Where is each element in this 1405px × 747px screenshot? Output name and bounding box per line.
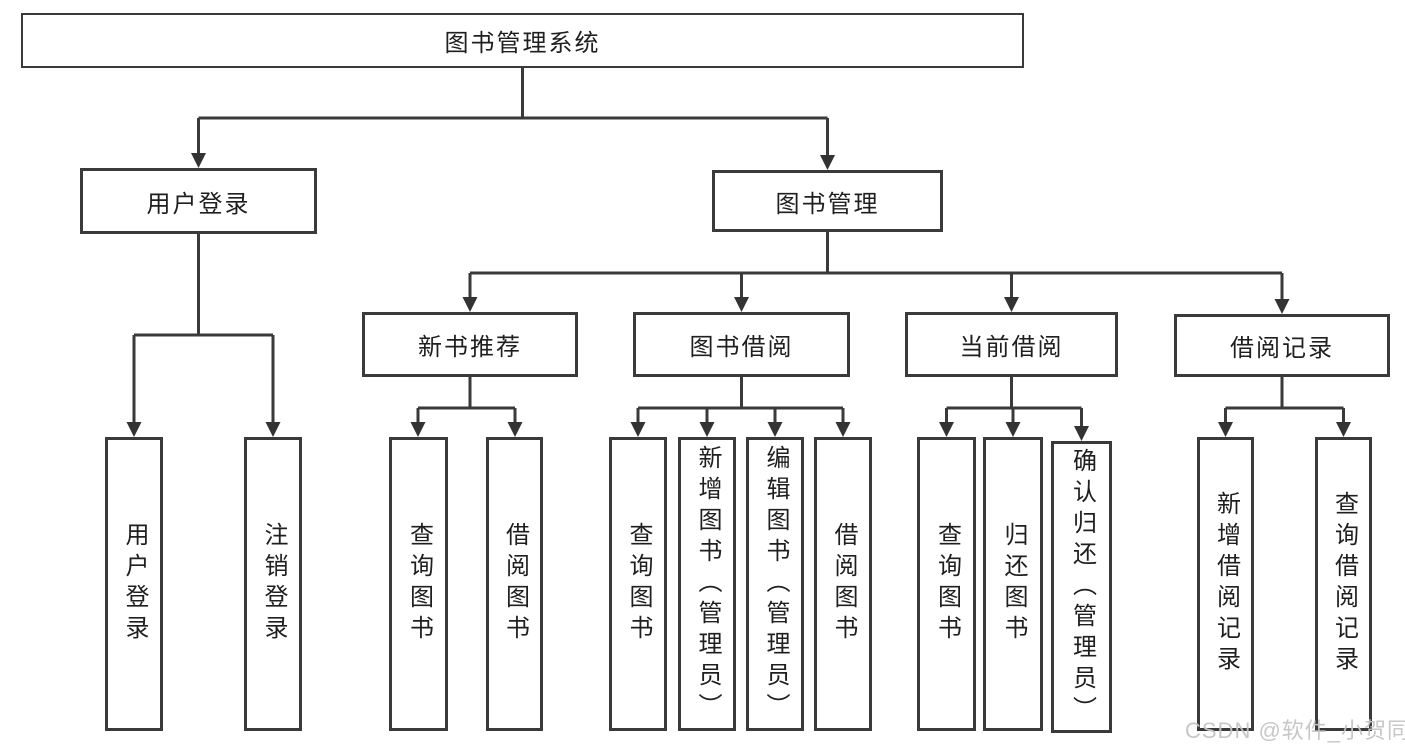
leaf-logout: 注销登录 — [244, 437, 302, 731]
connector-book-mgmt — [462, 232, 1290, 314]
connector-current-borrow — [939, 377, 1089, 441]
leaf-borrow-add-books-admin: 新增图书（管理员） — [678, 437, 736, 731]
leaf-record-query-record: 查询借阅记录 — [1315, 437, 1372, 731]
leaf-record-query-record-label: 查询借阅记录 — [1330, 491, 1358, 677]
leaf-current-confirm-return-admin-label: 确认归还（管理员） — [1068, 447, 1096, 727]
node-new-book-rec: 新书推荐 — [362, 312, 578, 377]
leaf-borrow-add-books-admin-label: 新增图书（管理员） — [694, 444, 721, 724]
leaf-user-login-label: 用户登录 — [121, 522, 148, 646]
leaf-current-query-books: 查询图书 — [917, 437, 976, 731]
leaf-record-add-record: 新增借阅记录 — [1197, 437, 1254, 731]
leaf-current-confirm-return-admin: 确认归还（管理员） — [1051, 441, 1112, 733]
node-root: 图书管理系统 — [21, 13, 1024, 68]
leaf-newbook-borrow-books: 借阅图书 — [486, 437, 543, 731]
node-borrow-records: 借阅记录 — [1174, 314, 1390, 377]
connector-borrow-records — [1218, 377, 1351, 437]
leaf-current-return-books-label: 归还图书 — [1000, 522, 1027, 646]
node-book-borrow-label: 图书借阅 — [689, 334, 794, 361]
node-root-label: 图书管理系统 — [444, 30, 601, 57]
leaf-newbook-query-books: 查询图书 — [389, 437, 448, 731]
node-user-login-label: 用户登录 — [146, 190, 251, 218]
csdn-watermark: CSDN @软件_小贺同学 — [1185, 718, 1405, 743]
connector-new-book — [410, 377, 523, 437]
connector-root — [191, 68, 835, 170]
leaf-user-login: 用户登录 — [105, 437, 163, 731]
leaf-borrow-query-books: 查询图书 — [609, 437, 667, 731]
leaf-newbook-borrow-books-label: 借阅图书 — [501, 522, 529, 646]
node-new-book-rec-label: 新书推荐 — [418, 334, 522, 361]
leaf-borrow-edit-books-admin: 编辑图书（管理员） — [746, 437, 804, 731]
node-borrow-records-label: 借阅记录 — [1230, 335, 1334, 362]
leaf-borrow-query-books-label: 查询图书 — [625, 522, 652, 646]
leaf-borrow-borrow-books: 借阅图书 — [814, 437, 872, 731]
node-current-borrow-label: 当前借阅 — [959, 334, 1064, 361]
connector-user-login — [126, 234, 281, 437]
node-book-borrow: 图书借阅 — [633, 312, 850, 377]
node-book-mgmt-label: 图书管理 — [775, 190, 880, 218]
node-book-mgmt: 图书管理 — [712, 170, 943, 232]
node-user-login: 用户登录 — [80, 168, 317, 234]
leaf-borrow-borrow-books-label: 借阅图书 — [830, 522, 857, 646]
connector-book-borrow — [630, 377, 851, 437]
leaf-newbook-query-books-label: 查询图书 — [405, 522, 433, 646]
leaf-record-add-record-label: 新增借阅记录 — [1212, 491, 1240, 677]
leaf-logout-label: 注销登录 — [260, 522, 287, 646]
leaf-borrow-edit-books-admin-label: 编辑图书（管理员） — [762, 444, 789, 724]
leaf-current-query-books-label: 查询图书 — [933, 522, 961, 646]
node-current-borrow: 当前借阅 — [905, 312, 1118, 377]
leaf-current-return-books: 归还图书 — [983, 437, 1043, 731]
